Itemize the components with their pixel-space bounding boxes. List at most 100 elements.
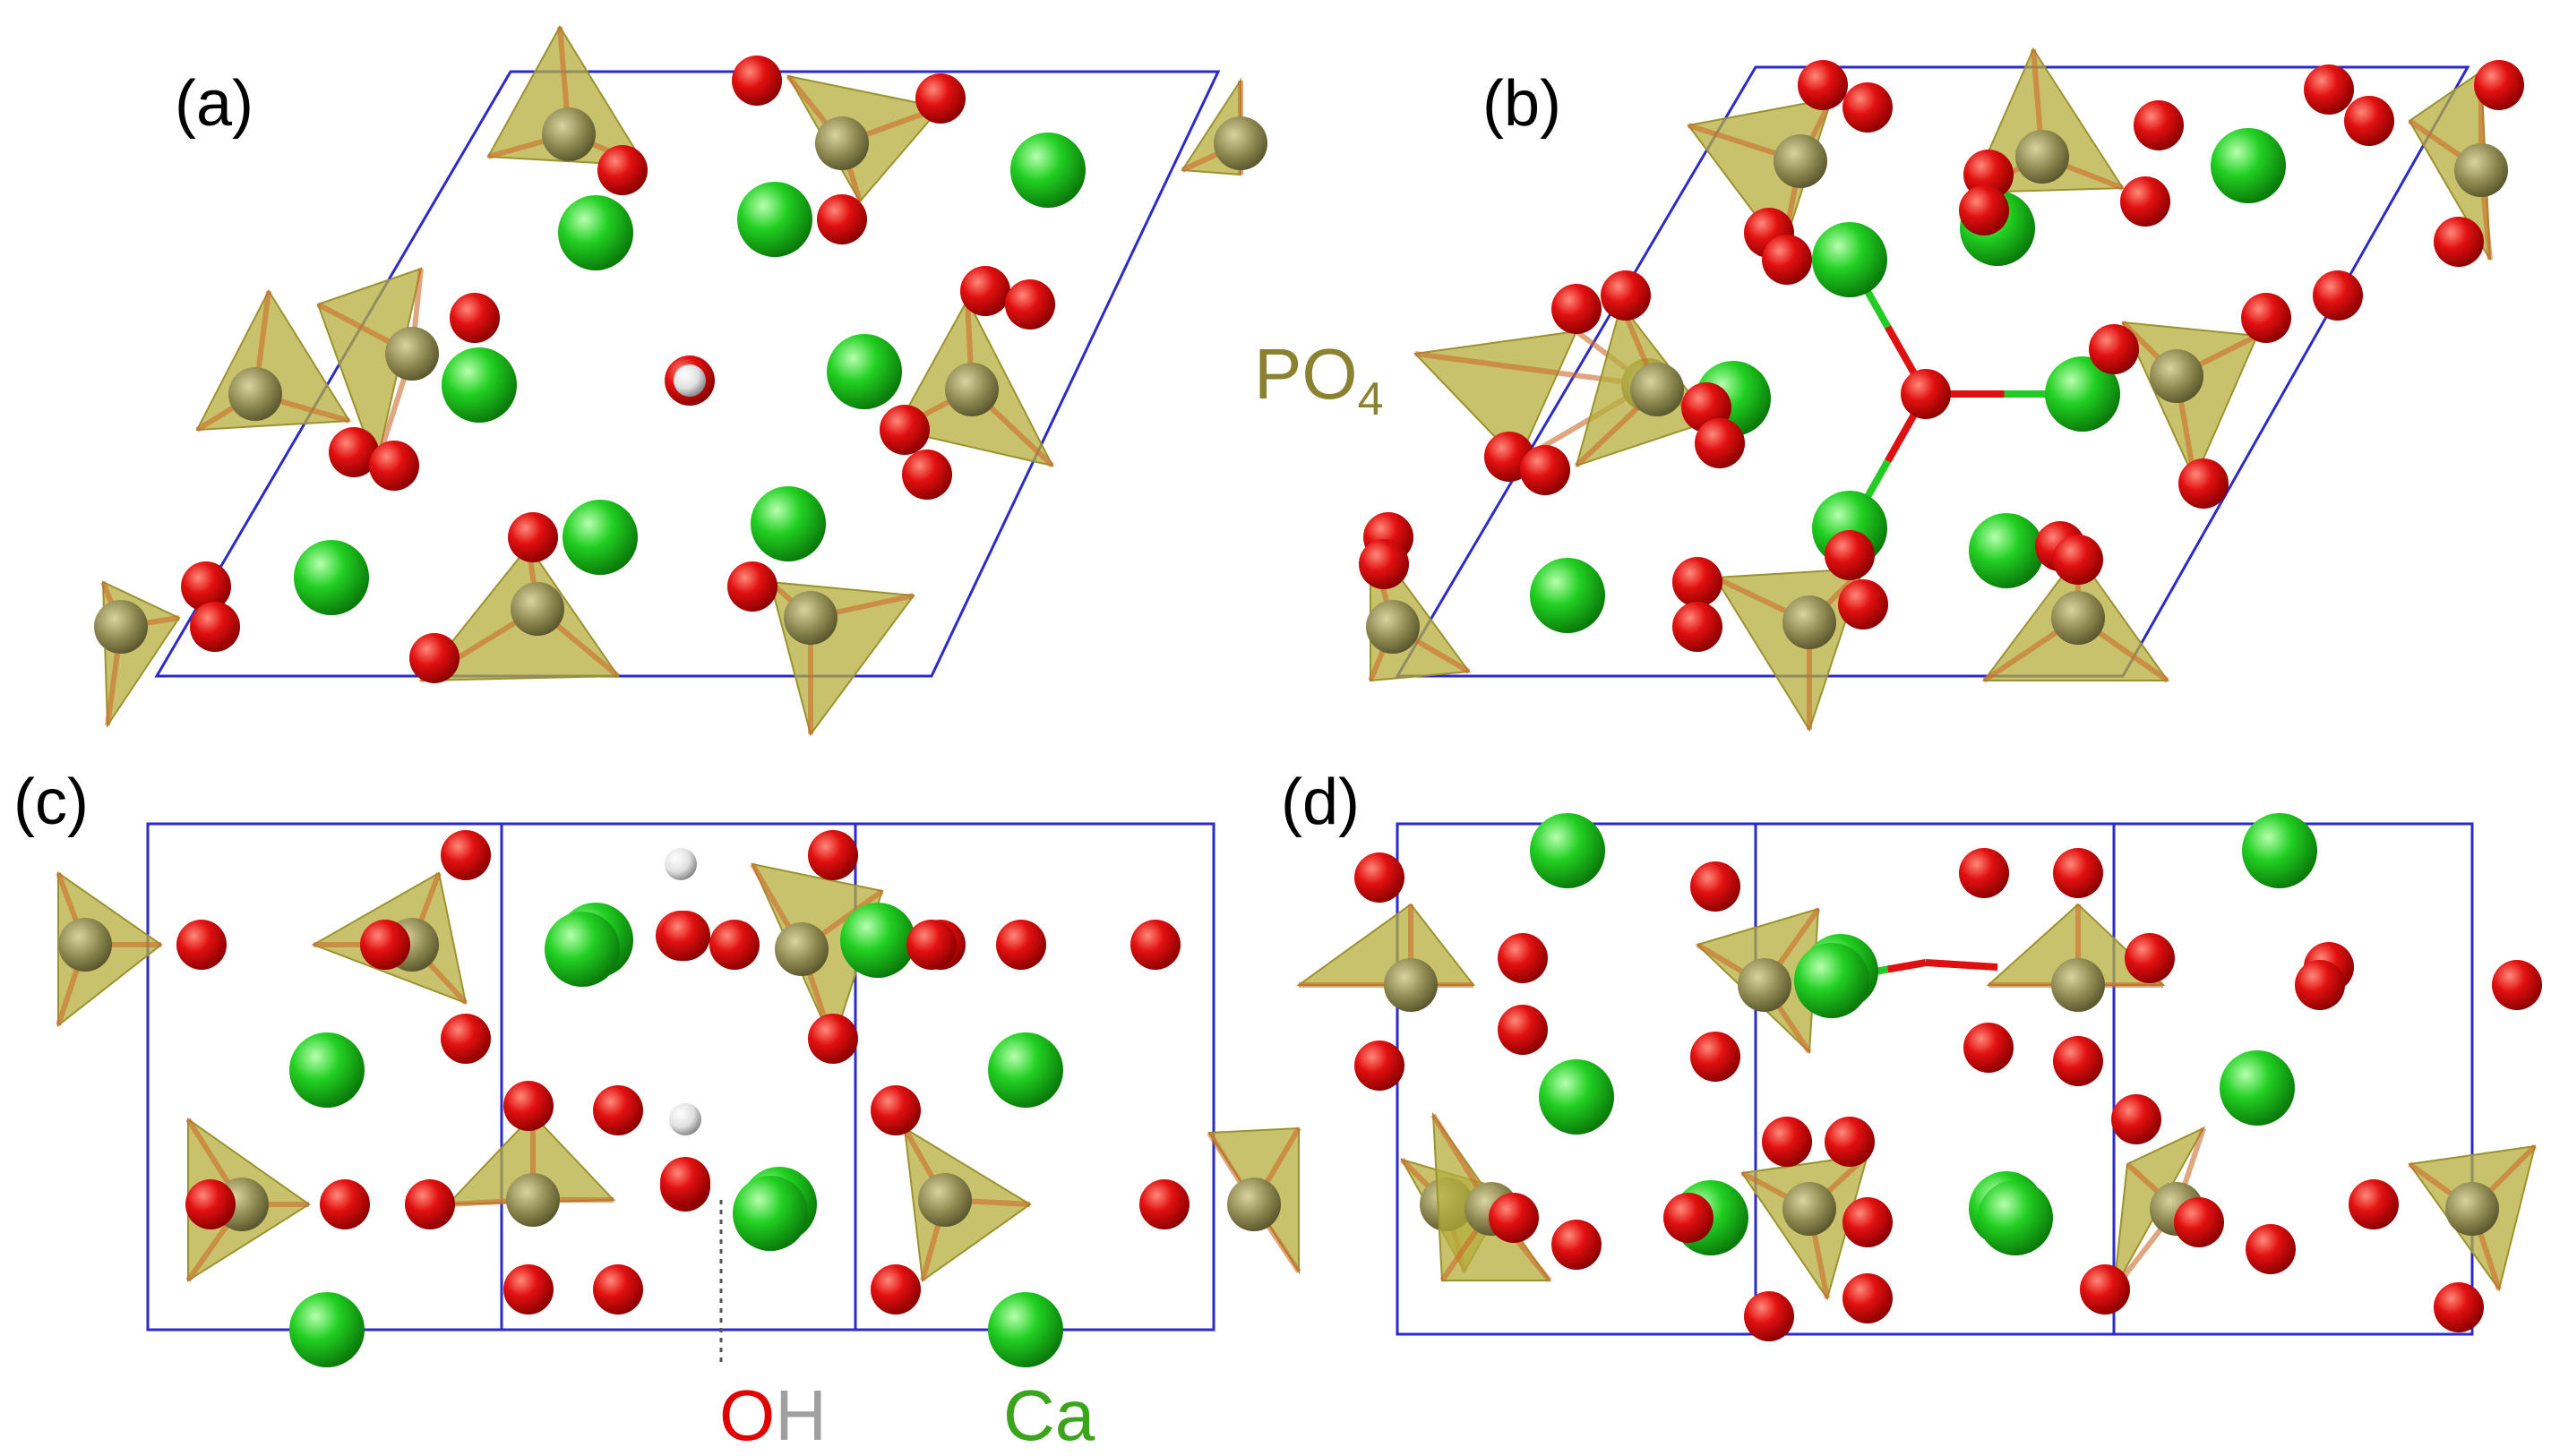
calcium-atom-6 — [563, 500, 638, 575]
tetra-face — [1413, 330, 1578, 463]
po4-tetrahedron-32 — [2408, 1143, 2538, 1292]
oxygen-atom-68 — [871, 1264, 921, 1315]
phosphorus-atom — [2051, 591, 2105, 645]
oxygen-atom-33 — [1695, 418, 1745, 468]
panel-label-d: (d) — [1281, 767, 1360, 838]
po4-tetrahedron-9 — [1687, 97, 1834, 253]
oxygen-atom-17 — [1842, 82, 1893, 133]
oxygen-atom-52 — [709, 920, 760, 970]
hydrogen-atom-c2 — [669, 1103, 701, 1135]
po4-tetrahedron-17 — [1982, 553, 2169, 683]
oxygen-atom-42 — [1838, 579, 1888, 630]
oxygen-atom-53 — [808, 830, 858, 880]
oxygen-atom-0 — [732, 56, 782, 106]
legend-po4: PO4 — [1254, 334, 1384, 425]
po4-tetrahedron-6 — [94, 580, 181, 729]
calcium-atom-27 — [1539, 1059, 1614, 1135]
phosphorus-atom — [1384, 958, 1438, 1012]
hydroxyl-oxygen-c2 — [660, 1157, 710, 1207]
po4-tetrahedron-18 — [56, 871, 163, 1028]
oxygen-atom-48 — [360, 920, 410, 970]
oxygen-atom-29 — [2241, 293, 2291, 343]
oxygen-atom-92 — [2111, 1094, 2161, 1144]
phosphorus-atom — [1782, 1182, 1836, 1236]
oxygen-atom-41 — [1672, 602, 1722, 652]
calcium-atom-14 — [1530, 558, 1605, 633]
legend-po4-main: PO — [1254, 334, 1358, 414]
po4-tetrahedron-5 — [894, 297, 1055, 468]
oxygen-atom-26 — [1762, 235, 1812, 285]
oxygen-atom-78 — [2125, 933, 2175, 983]
oxygen-atom-72 — [1498, 933, 1548, 983]
oxygen-atom-79 — [1963, 1023, 2014, 1073]
phosphorus-atom — [58, 918, 112, 972]
panel-label-c: (c) — [13, 767, 89, 838]
oxygen-atom-93 — [2174, 1197, 2224, 1247]
oxygen-atom-2 — [597, 145, 648, 195]
oxygen-atom-10 — [902, 450, 952, 500]
oxygen-atom-58 — [906, 920, 957, 970]
calcium-atom-10 — [1812, 222, 1887, 297]
calcium-atom-30 — [1794, 943, 1869, 1018]
panel-label-b: (b) — [1482, 68, 1561, 140]
oxygen-atom-36 — [2089, 324, 2139, 374]
calcium-atom-20 — [988, 1032, 1063, 1108]
phosphorus-atom — [385, 327, 439, 381]
calcium-atom-1 — [737, 182, 812, 257]
phosphorus-atom — [775, 922, 829, 976]
tetra-face — [1969, 47, 2125, 194]
oxygen-atom-18 — [2304, 64, 2354, 115]
oxygen-atom-83 — [2492, 960, 2542, 1010]
oxygen-atom-35 — [1520, 445, 1570, 495]
oxygen-atom-13 — [181, 561, 231, 612]
po4-tetrahedron-26 — [1295, 903, 1476, 1012]
oxygen-atom-23 — [1959, 185, 2009, 236]
oxygen-atom-76 — [1959, 848, 2009, 898]
phosphorus-atom — [228, 367, 282, 421]
oxygen-atom-96 — [2349, 1179, 2399, 1229]
oxygen-atom-87 — [1762, 1117, 1812, 1167]
panel-label-a: (a) — [175, 68, 253, 140]
oxygen-atom-60 — [320, 1179, 370, 1229]
oxygen-atom-77 — [2053, 848, 2103, 898]
po4-tetrahedron-29 — [1430, 1111, 1552, 1282]
tetra-face — [1295, 903, 1476, 986]
oxygen-atom-59 — [185, 1179, 236, 1229]
oxygen-atom-37 — [2178, 458, 2229, 509]
calcium-atom-4 — [827, 334, 902, 409]
oxygen-atom-71 — [1354, 1041, 1404, 1091]
phosphorus-atom — [918, 1173, 972, 1227]
phosphorus-atom — [1782, 595, 1836, 649]
o-o-bond — [1925, 959, 1998, 971]
calcium-atom-5 — [294, 540, 369, 615]
calcium-atom-28 — [2220, 1050, 2295, 1126]
oxygen-atom-3 — [817, 194, 867, 244]
phosphorus-atom — [815, 116, 869, 170]
oxygen-atom-85 — [1551, 1220, 1602, 1270]
phosphate-tetrahedra — [56, 25, 2538, 1301]
oxygen-atom-47 — [441, 830, 491, 880]
oxygen-atom-11 — [508, 512, 558, 562]
oxygen-atom-54 — [808, 1014, 858, 1064]
po4-tetrahedron-27 — [1696, 907, 1821, 1055]
oxygen-atom-4 — [450, 293, 500, 343]
oxygen-atom-19 — [2344, 96, 2394, 146]
oxygen-atom-8 — [369, 441, 419, 491]
oxygen-atom-88 — [1825, 1117, 1875, 1167]
phosphorus-atom — [94, 600, 148, 654]
phosphorus-atom — [542, 107, 596, 161]
oxygen-atom-95 — [2080, 1264, 2130, 1315]
oxygen-atom-24 — [2120, 176, 2170, 227]
phosphorus-atom — [506, 1173, 560, 1227]
calcium-atom-8 — [2211, 128, 2286, 203]
oxygen-atom-5 — [960, 266, 1010, 316]
oxygen-atom-38 — [1901, 369, 1951, 419]
oxygen-atom-39 — [1825, 530, 1875, 580]
oxygen-atom-94 — [2246, 1224, 2296, 1274]
legend-oh: OH — [719, 1375, 827, 1455]
phosphorus-atom — [1630, 363, 1684, 416]
po4-tetrahedron-0 — [486, 25, 647, 168]
calcium-atom-33 — [1978, 1180, 2053, 1255]
